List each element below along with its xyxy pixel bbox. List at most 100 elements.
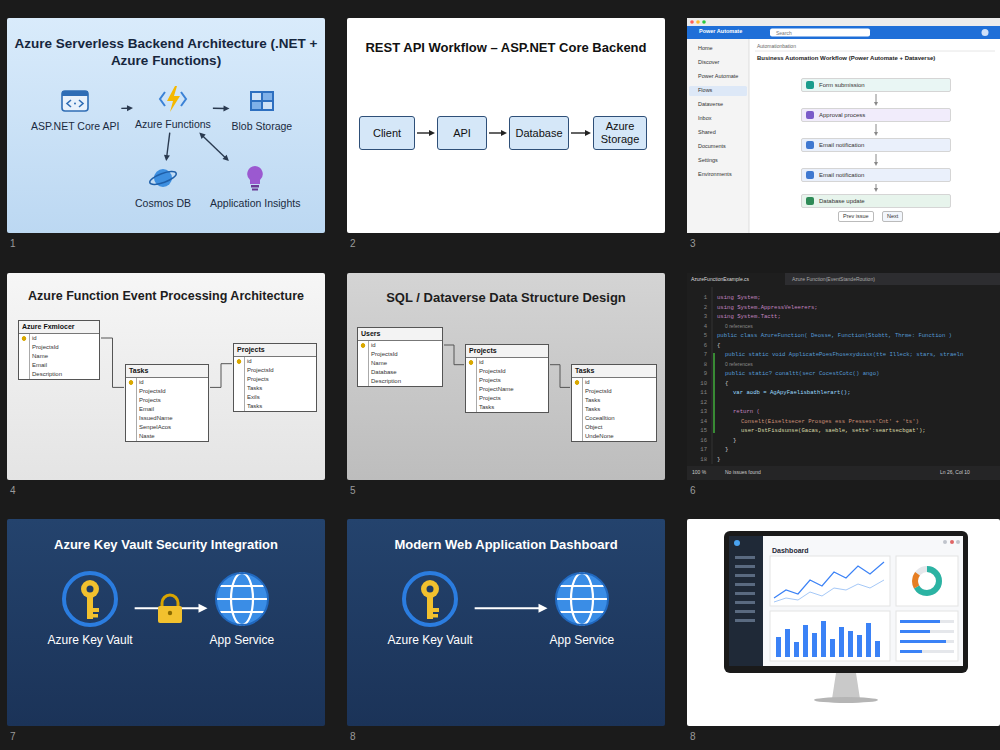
label-slot: Search bbox=[776, 30, 792, 36]
text-label: Power Automate bbox=[698, 73, 738, 80]
table-field: Projects bbox=[234, 375, 316, 384]
text-label: 7 bbox=[690, 350, 707, 360]
connector bbox=[475, 604, 548, 613]
table-header: Azure Fxmiocer bbox=[19, 321, 99, 334]
step-icon bbox=[806, 111, 814, 119]
label-slot: 1 bbox=[690, 293, 707, 303]
arrowhead bbox=[874, 132, 878, 136]
code-line: public class AzureFunction( Deosse, Func… bbox=[717, 331, 963, 341]
entity-table: Azure FxmioceridProjectsIdNameEmailDescr… bbox=[18, 320, 100, 380]
lock-icon bbox=[158, 595, 182, 623]
code-line: using System; bbox=[717, 293, 963, 303]
service-icon bbox=[247, 86, 277, 116]
arrowhead bbox=[429, 130, 435, 136]
service-icon bbox=[60, 86, 90, 116]
service-icon-node: Azure Functions bbox=[135, 84, 211, 131]
text-label: Dataverse bbox=[698, 101, 723, 108]
text-label: Azure Function(EventStandeRoution) bbox=[792, 276, 875, 282]
table-field: ProjectsId bbox=[19, 343, 99, 352]
process-box: Azure Storage bbox=[593, 116, 647, 150]
arrowhead bbox=[127, 105, 133, 111]
code-line: user-DstFisdsunse(Gacas, saeble, sette':… bbox=[717, 426, 963, 436]
connector-line bbox=[203, 136, 226, 158]
text-label: 2 bbox=[690, 303, 707, 313]
text-label: Flows bbox=[698, 87, 712, 94]
slide-card: SQL / Dataverse Data Structure DesignUse… bbox=[347, 273, 665, 480]
text-label: Prev issue bbox=[838, 211, 874, 222]
node-label: Azure Key Vault bbox=[48, 633, 133, 647]
flow-step: Email notification bbox=[801, 138, 951, 152]
slide-card: Azure Key Vault Security IntegrationAzur… bbox=[7, 519, 325, 726]
code-line: using System.AppressVeleerers; bbox=[717, 303, 963, 313]
label-slot: 5 bbox=[690, 331, 707, 341]
label-slot: Flows bbox=[698, 87, 712, 94]
code-line: } bbox=[717, 455, 963, 465]
label-slot: 3 bbox=[690, 238, 696, 250]
editor-chrome bbox=[687, 273, 1000, 480]
connector-line bbox=[876, 154, 877, 163]
service-icon bbox=[60, 569, 120, 629]
table-field: id bbox=[572, 378, 656, 387]
table-field: Object bbox=[572, 423, 656, 432]
text-label: No issues found bbox=[725, 469, 761, 475]
node-label: Azure Key Vault bbox=[388, 633, 473, 647]
step-label: Email notification bbox=[819, 142, 864, 148]
table-field: Email bbox=[19, 361, 99, 370]
slide-title: Business Automation Workflow (Power Auto… bbox=[757, 54, 1000, 62]
step-icon bbox=[806, 81, 814, 89]
code-line: return ( bbox=[717, 407, 963, 417]
slide-title: Modern Web Application Dashboard bbox=[353, 537, 659, 553]
node-label: ASP.NET Core API bbox=[31, 120, 119, 133]
label-slot: 5 bbox=[350, 485, 356, 497]
label-slot: 8 bbox=[690, 731, 696, 743]
text-label: Inbox bbox=[698, 115, 711, 122]
entity-table: ProjectsidProjectsIdProjectsTasksExilsTa… bbox=[233, 343, 317, 412]
table-field: id bbox=[234, 357, 316, 366]
process-box: Database bbox=[509, 116, 569, 150]
table-field: ProjectsId bbox=[572, 387, 656, 396]
label-slot: 8 bbox=[690, 360, 707, 370]
text-label: 100 % bbox=[692, 469, 706, 475]
slide-title: SQL / Dataverse Data Structure Design bbox=[351, 290, 661, 306]
label-slot: Home bbox=[698, 45, 713, 52]
node-label: App Service bbox=[210, 633, 275, 647]
flow-step: Form submission bbox=[801, 78, 951, 92]
text-label: Next bbox=[882, 211, 903, 222]
table-field: Database bbox=[358, 368, 442, 377]
text-label: Power Automate bbox=[699, 28, 742, 35]
text-label: Home bbox=[698, 45, 713, 52]
text-label: Search bbox=[776, 30, 792, 36]
table-field: Email bbox=[126, 405, 208, 414]
connector bbox=[417, 130, 435, 136]
service-icon bbox=[400, 569, 460, 629]
process-box: API bbox=[437, 116, 487, 150]
arrowhead bbox=[199, 133, 205, 139]
slide-card: Dashboard bbox=[687, 519, 1000, 726]
label-slot: 15 bbox=[690, 426, 707, 436]
code-line: { bbox=[717, 341, 963, 351]
service-icon bbox=[240, 163, 270, 193]
arrowhead bbox=[164, 155, 170, 161]
text-label: 5 bbox=[690, 331, 707, 341]
slide-card: Azure Function Event Processing Architec… bbox=[7, 273, 325, 480]
service-icon-node: Blob Storage bbox=[232, 86, 293, 133]
label-slot: 14 bbox=[690, 417, 707, 427]
table-field: ProjectsId bbox=[234, 366, 316, 375]
service-icon bbox=[158, 84, 188, 114]
step-icon bbox=[806, 197, 814, 205]
table-field: Tasks bbox=[466, 403, 548, 412]
slide-title: Azure Function Event Processing Architec… bbox=[9, 289, 323, 304]
text-label: 3 bbox=[690, 238, 696, 250]
label-slot: 7 bbox=[10, 731, 16, 743]
label-slot: 11 bbox=[690, 388, 707, 398]
code-line: using System.Tactt; bbox=[717, 312, 963, 322]
text-label: 17 bbox=[690, 445, 707, 455]
text-label: 4 bbox=[690, 322, 707, 332]
text-label: 0 references bbox=[725, 322, 753, 332]
table-field: Exils bbox=[234, 393, 316, 402]
slide-card: Modern Web Application DashboardAzure Ke… bbox=[347, 519, 665, 726]
connector bbox=[874, 154, 878, 166]
table-header: Users bbox=[358, 328, 442, 341]
text-label: 11 bbox=[690, 388, 707, 398]
table-header: Projects bbox=[234, 344, 316, 357]
